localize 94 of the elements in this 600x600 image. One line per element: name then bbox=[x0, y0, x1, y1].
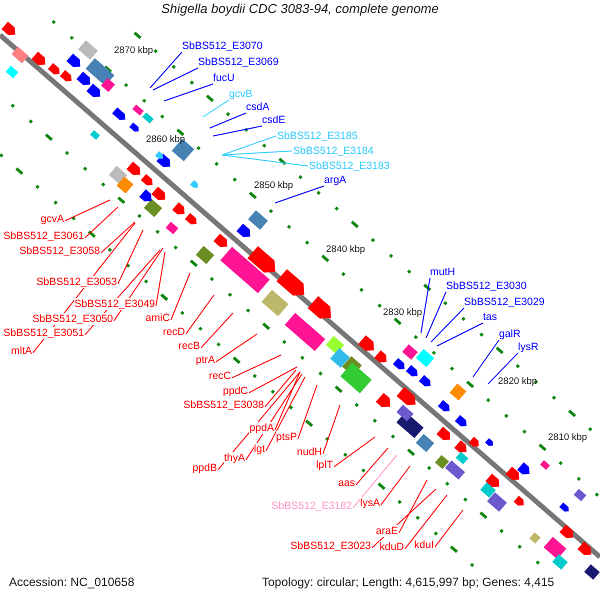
gene-label: csdA bbox=[246, 101, 270, 113]
gene-label: kduD bbox=[379, 541, 404, 553]
leader-line bbox=[200, 312, 234, 348]
gene-label: SbBS512_E3049 bbox=[74, 298, 155, 310]
leader-line bbox=[298, 384, 318, 440]
gene-label: SbBS512_E3050 bbox=[32, 313, 113, 325]
accession-text: Accession: NC_010658 bbox=[9, 576, 134, 588]
leader-line bbox=[232, 354, 282, 378]
gene-label: ppdC bbox=[222, 385, 248, 397]
gene-label: SbBS512_E3038 bbox=[183, 399, 264, 411]
gene-label: SbBS512_E3058 bbox=[19, 245, 100, 257]
gene-label: ptrA bbox=[196, 354, 215, 366]
leader-line bbox=[84, 206, 118, 238]
leader-line bbox=[64, 200, 110, 222]
leader-line bbox=[488, 352, 518, 384]
leader-line bbox=[118, 230, 144, 284]
tick-label: 2860 kbp bbox=[146, 134, 186, 146]
gene-label: csdE bbox=[262, 114, 286, 126]
leader-line bbox=[352, 454, 398, 508]
gene-label: ppdA bbox=[249, 422, 274, 434]
leader-line bbox=[398, 480, 428, 534]
tick-label: 2840 kbp bbox=[326, 244, 366, 256]
leader-line bbox=[186, 294, 214, 334]
gene-label: ppdB bbox=[192, 462, 217, 474]
gene-label: thyA bbox=[224, 452, 245, 464]
leader-line bbox=[150, 52, 182, 88]
gene-label: mutH bbox=[430, 266, 456, 278]
leader-line bbox=[210, 112, 246, 128]
leader-line bbox=[216, 334, 258, 362]
gene-label: argA bbox=[324, 174, 346, 186]
leader-line bbox=[264, 370, 296, 408]
gene-label: tas bbox=[483, 311, 498, 323]
gene-label: recD bbox=[162, 326, 185, 338]
leader-line bbox=[430, 308, 464, 342]
leader-line bbox=[100, 222, 136, 254]
gene-label: kduI bbox=[414, 539, 434, 551]
gene-label: araE bbox=[376, 525, 398, 537]
gene-label: SbBS512_E3053 bbox=[36, 276, 117, 288]
gene-label: SbBS512_E3182 bbox=[271, 500, 352, 512]
leader-line bbox=[222, 136, 276, 156]
leader-line bbox=[274, 186, 324, 204]
leader-line bbox=[164, 84, 214, 102]
gene-label: recB bbox=[178, 340, 200, 352]
leader-line bbox=[426, 292, 446, 338]
gene-label: nudH bbox=[296, 446, 322, 458]
tick-label: 2830 kbp bbox=[383, 307, 422, 319]
leader-line bbox=[404, 494, 448, 550]
leader-line bbox=[380, 466, 410, 506]
gene-label: amiC bbox=[145, 312, 170, 324]
gene-label: SbBS512_E3023 bbox=[290, 540, 371, 552]
gene-label: recC bbox=[208, 370, 231, 382]
leader-line bbox=[434, 510, 464, 548]
gene-label: SbBS512_E3184 bbox=[293, 145, 374, 157]
leader-line bbox=[152, 68, 198, 90]
leader-line bbox=[356, 448, 388, 486]
leader-line bbox=[266, 376, 306, 452]
gene-label: lplT bbox=[316, 459, 333, 471]
leader-line bbox=[202, 100, 230, 118]
gene-label: gcvA bbox=[40, 213, 64, 225]
gene-label: SbBS512_E3029 bbox=[464, 296, 545, 308]
leader-line bbox=[274, 372, 300, 430]
genome-summary-text: Topology: circular; Length: 4,615,997 bp; Genes: 4,415 bbox=[262, 576, 554, 588]
gene-label: fucU bbox=[213, 72, 235, 84]
leader-line bbox=[170, 272, 190, 320]
leader-line bbox=[322, 404, 340, 454]
gene-label: aas bbox=[338, 477, 355, 489]
gene-label: SbBS512_E3069 bbox=[198, 56, 279, 68]
gene-label: SbBS512_E3061 bbox=[3, 230, 84, 242]
gene-label: lysA bbox=[360, 497, 380, 509]
title: Shigella boydii CDC 3083-94, complete genome bbox=[160, 3, 440, 15]
leader-line bbox=[248, 366, 298, 394]
gene-label: SbBS512_E3185 bbox=[277, 130, 358, 142]
leader-line bbox=[222, 150, 292, 156]
gene-label: lysR bbox=[518, 341, 538, 353]
tick-label: 2810 kbp bbox=[548, 432, 588, 444]
leader-line bbox=[222, 154, 308, 166]
leader-line bbox=[436, 322, 484, 346]
tick-label: 2850 kbp bbox=[254, 180, 294, 192]
leader-line bbox=[156, 252, 166, 306]
leader-line bbox=[334, 436, 376, 468]
gene-label: mltA bbox=[11, 345, 32, 357]
gene-label: SbBS512_E3070 bbox=[182, 40, 263, 52]
leader-line bbox=[472, 340, 500, 378]
tick-label: 2820 kbp bbox=[498, 376, 538, 388]
tick-label: 2870 kbp bbox=[114, 45, 154, 57]
gene-label: lgt bbox=[254, 443, 265, 455]
gene-label: galR bbox=[499, 328, 521, 340]
leader-line bbox=[420, 278, 430, 334]
leader-line bbox=[212, 126, 262, 136]
gene-label: SbBS512_E3051 bbox=[3, 327, 84, 339]
gene-label: SbBS512_E3030 bbox=[446, 280, 527, 292]
gene-label: SbBS512_E3183 bbox=[309, 160, 390, 172]
gene-label: ptsP bbox=[276, 431, 297, 443]
gene-label: gcvB bbox=[229, 88, 252, 100]
